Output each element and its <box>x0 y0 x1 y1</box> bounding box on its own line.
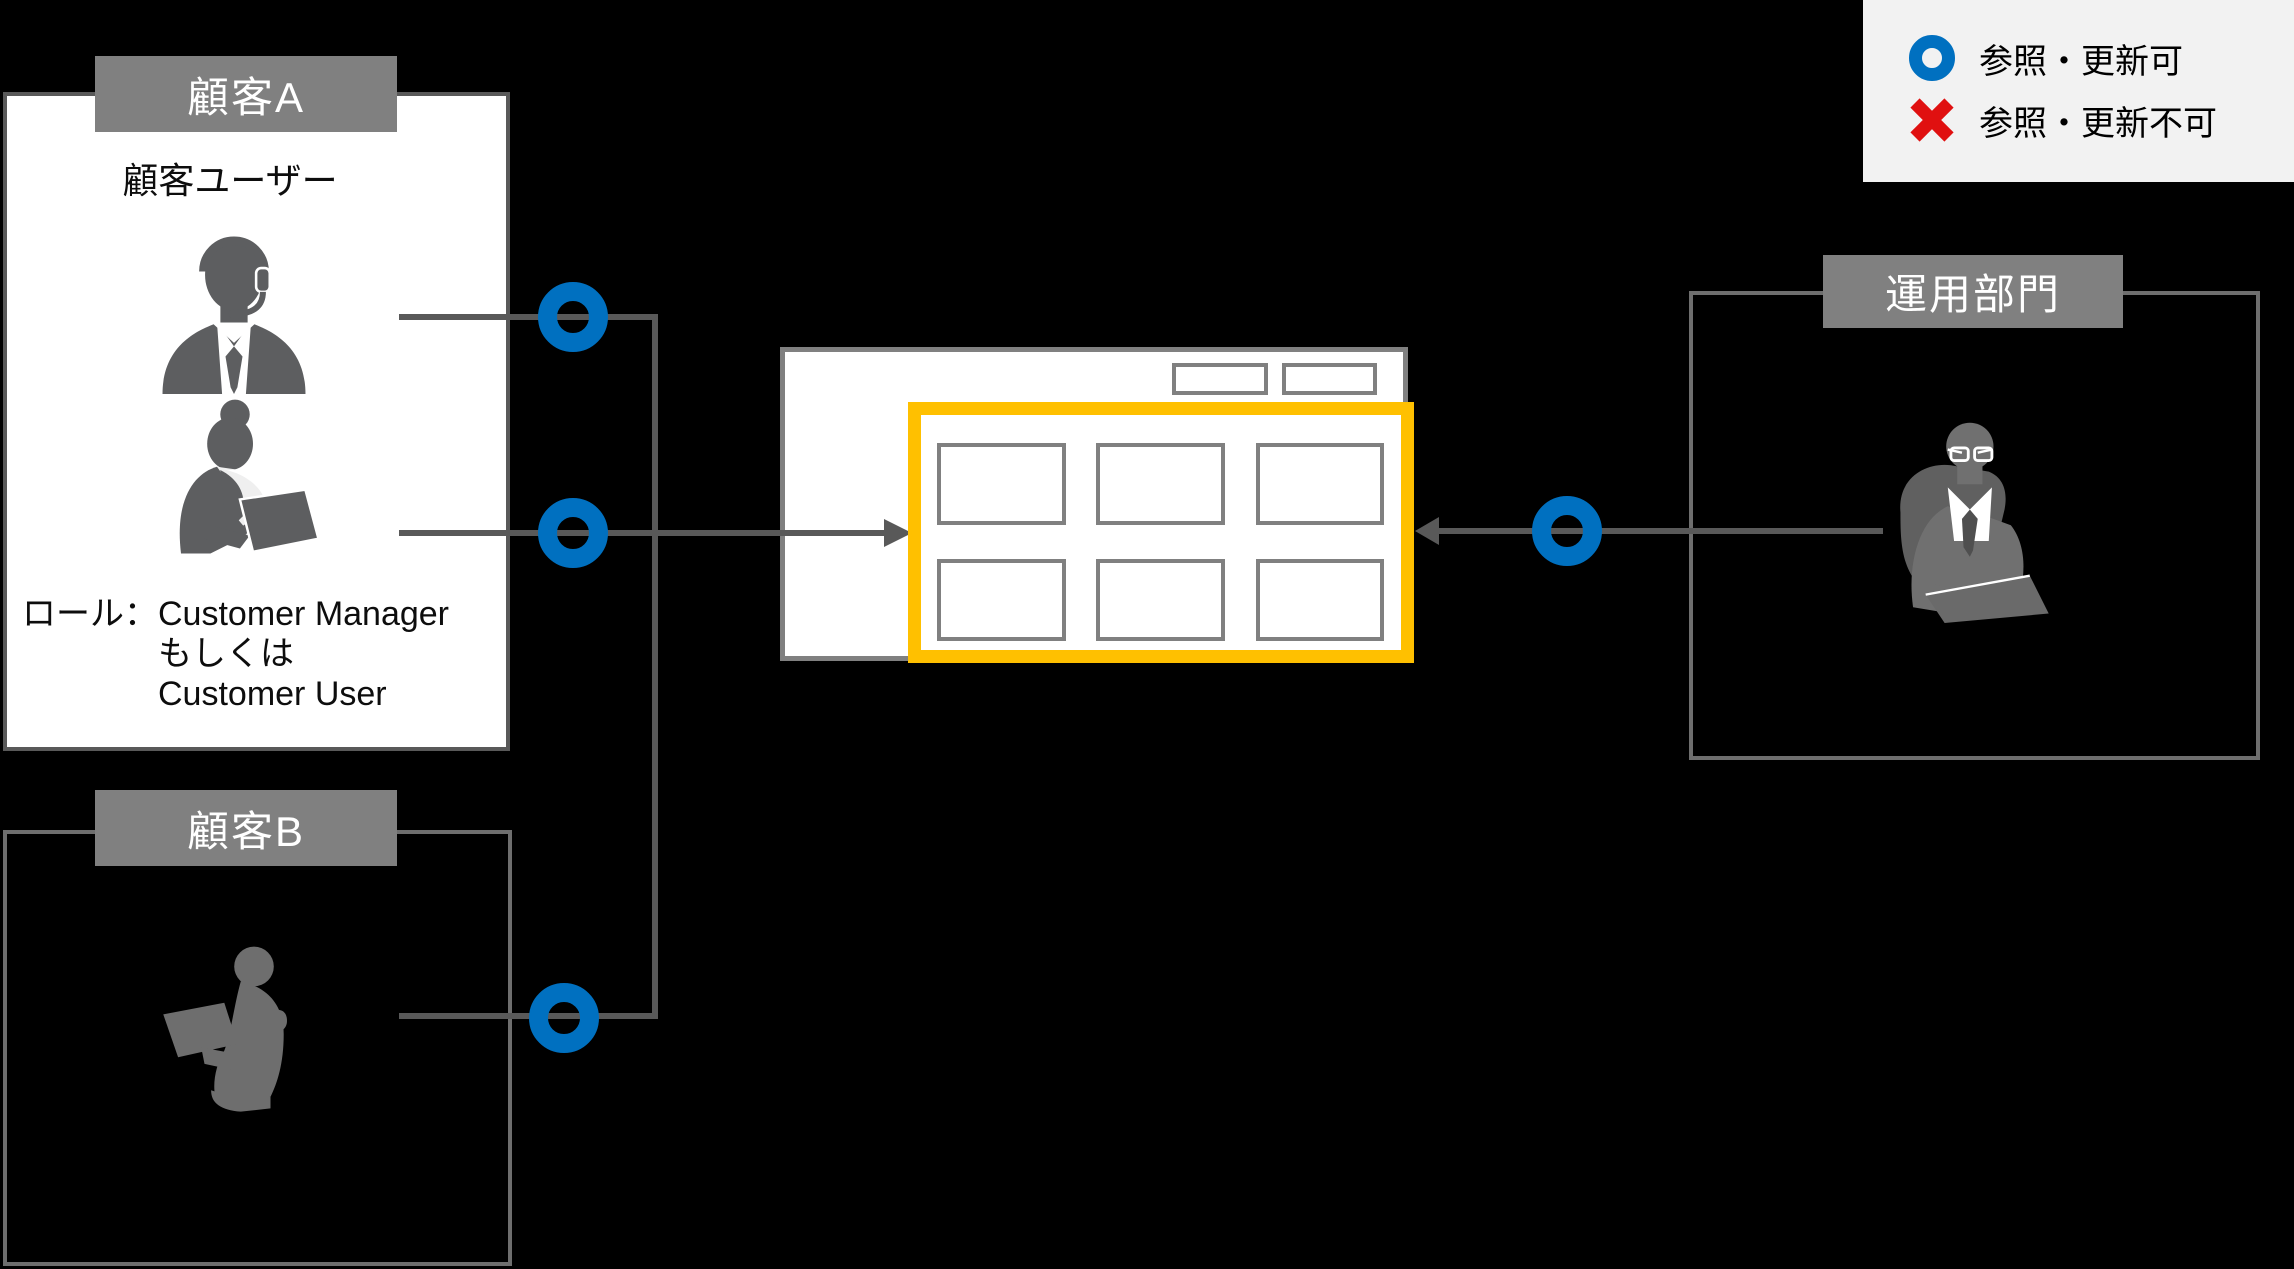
dashboard-tile-4 <box>937 559 1066 641</box>
allowed-circle-icon-operations <box>1532 496 1602 566</box>
customer-a-role-text: ロール： Customer Manager もしくは Customer User <box>22 594 449 714</box>
operations-staff-icon <box>1878 418 2068 623</box>
customer-b-title: 顧客B <box>186 807 305 855</box>
legend-label-denied: 参照・更新不可 <box>1979 104 2217 143</box>
customer-a-header: 顧客A <box>95 56 397 132</box>
arrow-into-dashboard-right-icon <box>1415 517 1439 545</box>
dashboard-tile-2 <box>1096 443 1225 525</box>
customer-user-laptop-icon <box>145 398 325 578</box>
window-toolbar-button-1 <box>1172 363 1268 395</box>
connector-customerB-line <box>399 1013 657 1019</box>
legend-box: 参照・更新可 参照・更新不可 <box>1863 0 2294 182</box>
operations-dept-header: 運用部門 <box>1823 255 2123 328</box>
customer-user-label: 顧客ユーザー <box>122 160 338 201</box>
window-toolbar-button-2 <box>1282 363 1377 395</box>
allowed-circle-icon-customerA-user1 <box>538 282 608 352</box>
connector-vertical-merge-line <box>652 314 658 1019</box>
dashboard-tile-1 <box>937 443 1066 525</box>
legend-label-allowed: 参照・更新可 <box>1979 42 2183 81</box>
role-line-3: Customer User <box>158 675 387 713</box>
role-prefix: ロール： <box>22 595 158 633</box>
customer-user-headset-icon <box>148 234 320 394</box>
dashboard-tile-6 <box>1256 559 1384 641</box>
connector-customerA-user1-line <box>399 314 655 320</box>
customer-a-box <box>3 92 510 751</box>
dashboard-tile-5 <box>1096 559 1225 641</box>
denied-cross-icon <box>1909 97 1955 143</box>
legend-row-denied: 参照・更新不可 <box>1863 97 2294 143</box>
connector-customerA-user2-line <box>399 530 884 536</box>
connector-operations-line <box>1437 528 1883 534</box>
role-line-1: Customer Manager <box>158 595 450 633</box>
allowed-circle-icon-customerA-user2 <box>538 498 608 568</box>
customer-b-user-icon <box>155 945 320 1115</box>
arrow-into-dashboard-left-icon <box>884 519 912 547</box>
role-line-2: もしくは <box>158 635 294 673</box>
dashboard-tile-3 <box>1256 443 1384 525</box>
operations-dept-title: 運用部門 <box>1884 271 2061 318</box>
allowed-circle-icon-customerB <box>529 983 599 1053</box>
customer-b-header: 顧客B <box>95 790 397 866</box>
allowed-circle-icon <box>1909 35 1955 81</box>
customer-a-title: 顧客A <box>186 73 305 121</box>
legend-row-allowed: 参照・更新可 <box>1863 35 2294 81</box>
